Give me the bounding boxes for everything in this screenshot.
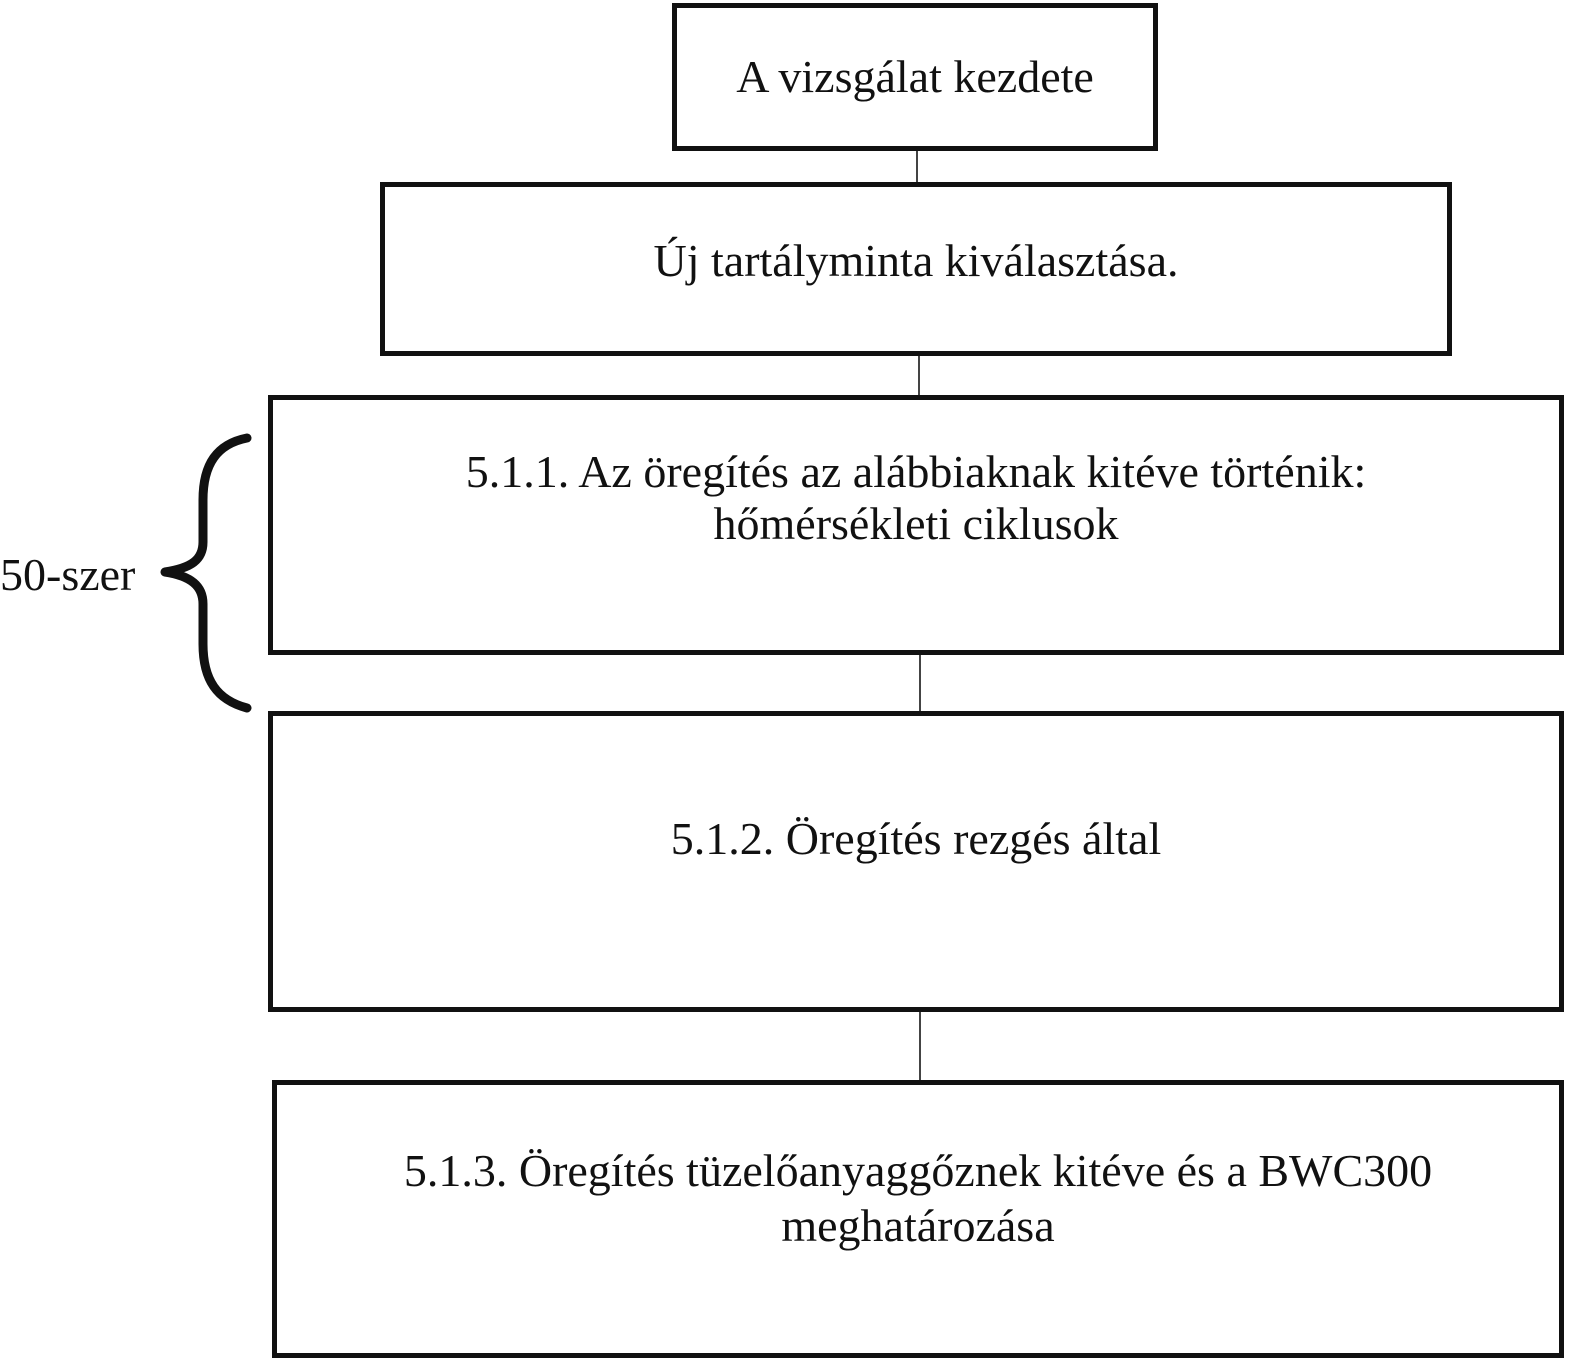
flow-box-step-512: 5.1.2. Öregítés rezgés által [268,711,1564,1012]
flow-box-step-512-text: 5.1.2. Öregítés rezgés által [670,813,1162,864]
connector-512-to-513 [919,1010,921,1083]
flow-box-step-511-text: 5.1.1. Az öregítés az alábbiaknak kitéve… [465,446,1367,549]
flow-box-step-511: 5.1.1. Az öregítés az alábbiaknak kitéve… [268,395,1564,655]
flow-box-select: Új tartályminta kiválasztása. [380,182,1452,356]
flow-box-start: A vizsgálat kezdete [672,3,1158,151]
flow-box-step-513: 5.1.3. Öregítés tüzelőanyaggőznek kitéve… [272,1080,1564,1358]
flow-box-start-text: A vizsgálat kezdete [736,51,1094,103]
repeat-count-label: 50-szer [0,549,136,600]
connector-select-to-511 [918,354,920,397]
connector-511-to-512 [919,653,921,713]
flow-box-step-513-text: 5.1.3. Öregítés tüzelőanyaggőznek kitéve… [403,1145,1433,1252]
repeat-brace [160,433,252,713]
connector-start-to-select [916,150,918,184]
flow-box-select-text: Új tartályminta kiválasztása. [653,235,1179,286]
